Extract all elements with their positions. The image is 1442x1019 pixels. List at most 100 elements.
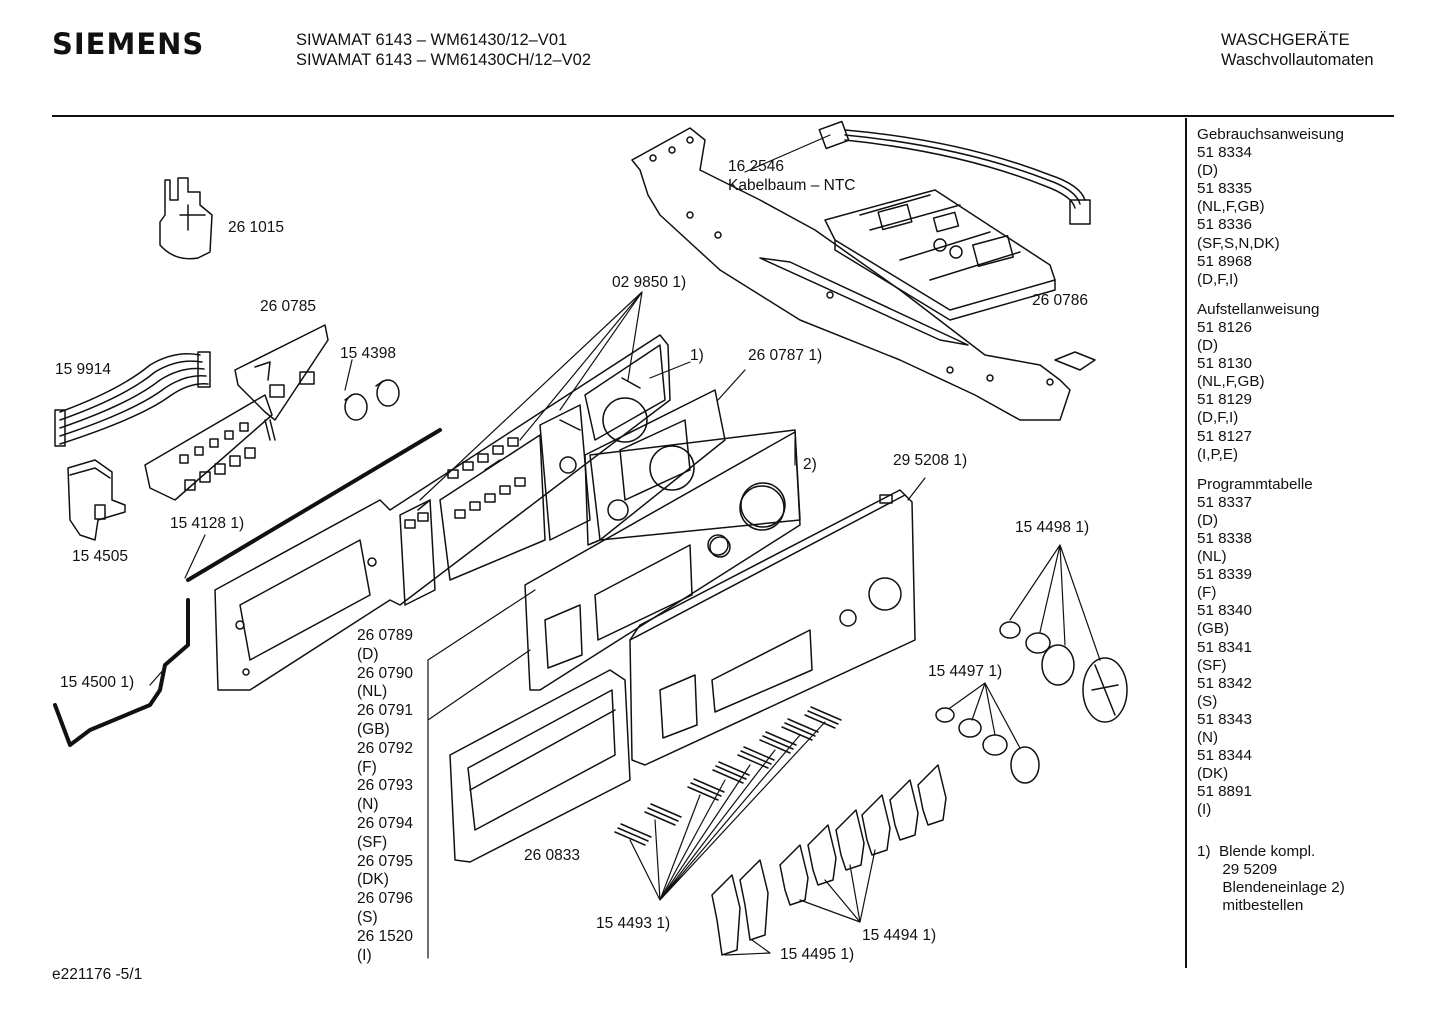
doc-line: 51 8126 xyxy=(1197,318,1252,336)
part-162546-cable-harness xyxy=(818,120,1091,225)
footnote: 1) Blende kompl. 29 5209 Blendeneinlage … xyxy=(1197,843,1345,915)
doc-line: (GB) xyxy=(1197,620,1230,638)
label-260785: 26 0785 xyxy=(260,298,317,315)
label-154493: 15 4493 1) xyxy=(596,915,671,932)
doc-line: (D,F,I) xyxy=(1197,270,1239,288)
part-260833-display-cover xyxy=(449,669,631,863)
label-footnote-2: 2) xyxy=(803,456,817,473)
label-154498: 15 4498 1) xyxy=(1015,519,1090,536)
footnote-line: 1) Blende kompl. xyxy=(1197,843,1316,860)
doc-line: (F) xyxy=(1197,584,1217,602)
variant-line: (GB) xyxy=(357,720,390,738)
label-154398: 15 4398 xyxy=(340,345,397,362)
part-154497-knob-assembly xyxy=(935,707,1040,784)
part-260785-pcb xyxy=(144,324,329,501)
label-footnote-1: 1) xyxy=(690,347,704,364)
doc-line: (N) xyxy=(1197,729,1219,746)
variant-line: (I) xyxy=(357,946,372,964)
variant-line: 26 0794 xyxy=(357,814,414,832)
doc-line: (D) xyxy=(1197,337,1219,355)
doc-line: 51 8344 xyxy=(1197,747,1252,765)
doc-group-title: Programmtabelle xyxy=(1197,475,1313,493)
doc-group-program-table: Programmtabelle 51 8337 (D) 51 8338 (NL)… xyxy=(1197,476,1344,820)
doc-line: (SF) xyxy=(1197,656,1227,674)
doc-line: (DK) xyxy=(1197,765,1229,783)
exploded-parts-drawing xyxy=(53,120,1128,959)
doc-line: 51 8968 xyxy=(1197,252,1252,270)
label-162546-desc: Kabelbaum – NTC xyxy=(728,177,856,194)
part-260787-panel xyxy=(584,389,726,546)
variant-line: (DK) xyxy=(357,871,389,889)
variant-line: (S) xyxy=(357,908,378,926)
variant-line: (NL) xyxy=(357,683,388,701)
variant-line: 26 0795 xyxy=(357,852,414,870)
doc-line: (D,F,I) xyxy=(1197,409,1239,427)
part-154505-connector xyxy=(67,459,126,541)
doc-line: 51 8339 xyxy=(1197,566,1252,584)
leader-lines xyxy=(149,134,1101,959)
doc-line: 51 8336 xyxy=(1197,216,1252,234)
sidebar-divider xyxy=(1185,118,1187,968)
variant-line: 26 0796 xyxy=(357,890,414,908)
doc-group-installation: Aufstellanweisung 51 8126 (D) 51 8130 (N… xyxy=(1197,301,1344,464)
label-261015: 26 1015 xyxy=(228,219,285,236)
part-154494-push-buttons xyxy=(779,764,947,906)
part-159914-ribbon-cable xyxy=(54,351,211,447)
doc-line: (I) xyxy=(1197,801,1212,819)
label-154128: 15 4128 1) xyxy=(170,515,245,532)
doc-group-manual: Gebrauchsanweisung 51 8334 (D) 51 8335 (… xyxy=(1197,126,1344,289)
label-295208: 29 5208 1) xyxy=(893,452,968,469)
part-label-insert xyxy=(524,431,801,691)
doc-group-title: Aufstellanweisung xyxy=(1197,300,1320,318)
label-260787: 26 0787 1) xyxy=(748,347,823,364)
label-260833: 26 0833 xyxy=(524,847,581,864)
doc-line: 51 8129 xyxy=(1197,391,1252,409)
doc-group-title: Gebrauchsanweisung xyxy=(1197,126,1344,143)
label-154495: 15 4495 1) xyxy=(780,946,855,963)
label-154500: 15 4500 1) xyxy=(60,674,135,691)
variant-line: 26 1520 xyxy=(357,927,414,945)
part-154495-push-buttons xyxy=(711,859,769,956)
part-154398-knobs xyxy=(344,379,400,421)
part-260786-bracket xyxy=(631,127,1096,421)
doc-line: (NL,F,GB) xyxy=(1197,373,1265,391)
part-154500-wire-rod xyxy=(53,598,190,747)
doc-line: (I,P,E) xyxy=(1197,445,1239,463)
footnote-line: Blendeneinlage 2) xyxy=(1197,879,1345,897)
label-029850: 02 9850 1) xyxy=(612,274,687,291)
doc-line: 51 8335 xyxy=(1197,180,1252,198)
label-260786: 26 0786 xyxy=(1032,292,1089,309)
category-subtitle: Waschvollautomaten xyxy=(1221,51,1374,69)
model-line-1: SIWAMAT 6143 – WM61430/12–V01 xyxy=(296,31,568,49)
doc-line: 51 8127 xyxy=(1197,427,1252,445)
variant-line: (SF) xyxy=(357,833,388,851)
label-154505: 15 4505 xyxy=(72,548,129,565)
variant-list: 26 0789 (D) 26 0790 (NL) 26 0791 (GB) 26… xyxy=(357,627,413,965)
document-list: Gebrauchsanweisung 51 8334 (D) 51 8335 (… xyxy=(1197,126,1344,831)
variant-line: 26 0789 xyxy=(357,627,414,644)
doc-line: 51 8334 xyxy=(1197,144,1252,162)
doc-line: 51 8340 xyxy=(1197,602,1252,620)
part-260786-control-board xyxy=(824,189,1056,321)
brand-logo: SIEMENS xyxy=(52,27,205,61)
doc-line: (NL) xyxy=(1197,548,1227,566)
part-261015-connector xyxy=(159,177,213,260)
doc-line: 51 8342 xyxy=(1197,674,1252,692)
drawing-code: e221176 -5/1 xyxy=(52,966,143,983)
doc-line: (NL,F,GB) xyxy=(1197,198,1265,216)
part-154128-rod xyxy=(186,428,442,582)
variant-line: 26 0793 xyxy=(357,777,414,795)
part-154493-springs xyxy=(614,706,842,846)
doc-line: (SF,S,N,DK) xyxy=(1197,234,1280,252)
variant-line: (D) xyxy=(357,645,379,663)
label-162546: 16 2546 xyxy=(728,158,785,175)
category-title: WASCHGERÄTE xyxy=(1221,31,1350,49)
label-154497: 15 4497 1) xyxy=(928,663,1003,680)
variant-line: 26 0792 xyxy=(357,739,414,757)
footnote-line: 29 5209 xyxy=(1197,861,1278,879)
part-front-frame xyxy=(214,334,671,691)
doc-line: 51 8343 xyxy=(1197,710,1252,728)
doc-line: (D) xyxy=(1197,162,1219,180)
label-159914: 15 9914 xyxy=(55,361,112,378)
part-295208-front-panel xyxy=(629,489,916,766)
